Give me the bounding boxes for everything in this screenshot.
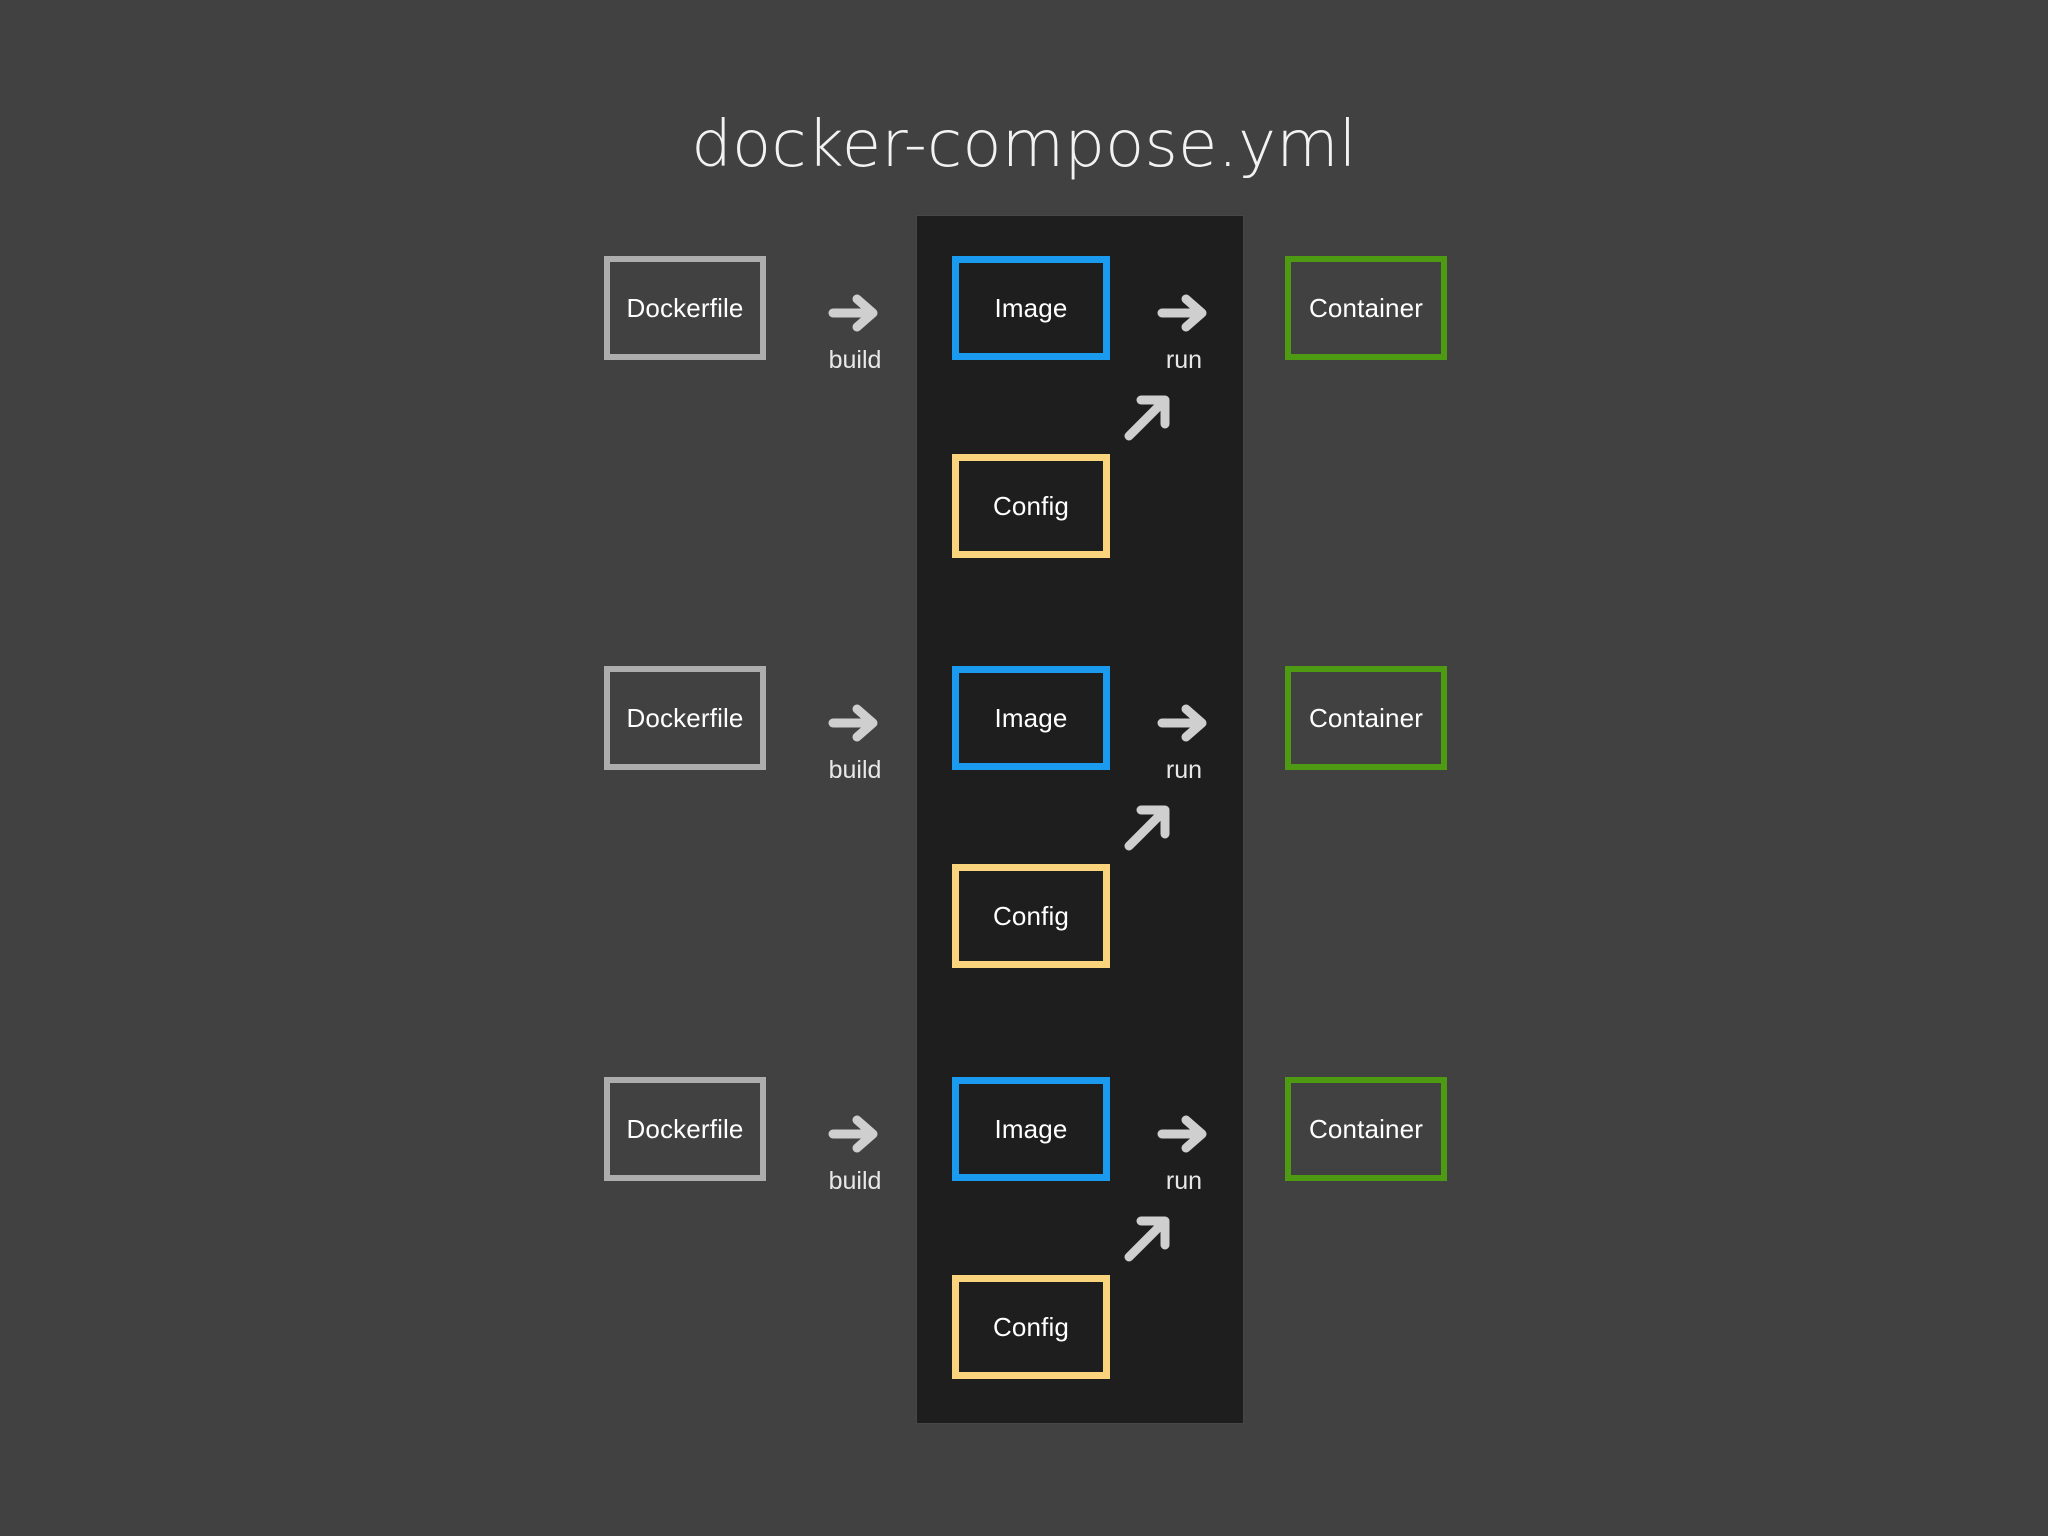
build-label: build	[828, 346, 882, 374]
arrow-right-icon	[827, 695, 883, 751]
docker-compose-panel	[917, 216, 1243, 1423]
config-box[interactable]: Config	[952, 1275, 1110, 1379]
config-box[interactable]: Config	[952, 864, 1110, 968]
arrow-up-right-icon	[1121, 1213, 1173, 1265]
build-label: build	[828, 756, 882, 784]
container-box[interactable]: Container	[1285, 256, 1447, 360]
arrow-up-right-icon	[1121, 392, 1173, 444]
dockerfile-label: Dockerfile	[626, 702, 744, 733]
page-title: docker-compose.yml	[691, 108, 1357, 182]
image-box[interactable]: Image	[952, 666, 1110, 770]
config-label: Config	[992, 490, 1070, 521]
image-box[interactable]: Image	[952, 256, 1110, 360]
container-label: Container	[1308, 1113, 1424, 1144]
arrow-right-icon	[827, 285, 883, 341]
image-label: Image	[994, 292, 1068, 323]
dockerfile-label: Dockerfile	[626, 292, 744, 323]
dockerfile-box[interactable]: Dockerfile	[604, 666, 766, 770]
arrow-right-icon	[1156, 285, 1212, 341]
container-box[interactable]: Container	[1285, 666, 1447, 770]
config-label: Config	[992, 900, 1070, 931]
image-box[interactable]: Image	[952, 1077, 1110, 1181]
config-label: Config	[992, 1311, 1070, 1342]
image-label: Image	[994, 1113, 1068, 1144]
config-box[interactable]: Config	[952, 454, 1110, 558]
arrow-right-icon	[1156, 695, 1212, 751]
container-label: Container	[1308, 292, 1424, 323]
container-box[interactable]: Container	[1285, 1077, 1447, 1181]
build-label: build	[828, 1167, 882, 1195]
arrow-right-icon	[827, 1106, 883, 1162]
image-label: Image	[994, 702, 1068, 733]
dockerfile-box[interactable]: Dockerfile	[604, 256, 766, 360]
arrow-up-right-icon	[1121, 802, 1173, 854]
run-label: run	[1165, 756, 1203, 784]
arrow-right-icon	[1156, 1106, 1212, 1162]
container-label: Container	[1308, 702, 1424, 733]
run-label: run	[1165, 346, 1203, 374]
run-label: run	[1165, 1167, 1203, 1195]
dockerfile-label: Dockerfile	[626, 1113, 744, 1144]
dockerfile-box[interactable]: Dockerfile	[604, 1077, 766, 1181]
